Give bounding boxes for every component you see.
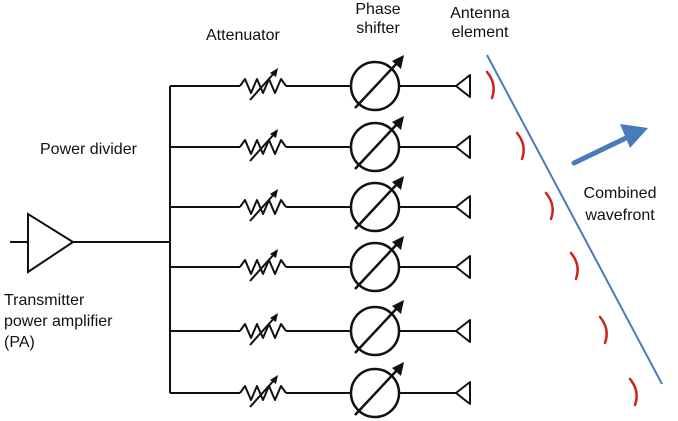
attenuator-variable-arrow [249, 249, 278, 282]
attenuator-resistor-icon [239, 385, 287, 401]
attenuator-resistor-icon [239, 259, 287, 275]
attenuator-variable-arrow [249, 313, 278, 346]
attenuator-variable-arrow [249, 68, 278, 101]
radiated-wave-arc [515, 131, 525, 161]
array-branch [170, 362, 471, 419]
attenuator-label: Attenuator [206, 27, 280, 44]
phase-shifter-arrow [354, 55, 404, 109]
phase-shifter-arrow [354, 176, 404, 230]
attenuator-resistor-icon [239, 139, 287, 155]
attenuator-variable-arrow [249, 375, 278, 408]
antenna-element-icon [455, 74, 471, 98]
antenna-element-icon [455, 195, 471, 219]
radiated-wave-arc [569, 251, 579, 281]
array-branch [170, 176, 471, 233]
radiated-wave-arc [598, 315, 608, 345]
attenuator-resistor-icon [239, 78, 287, 94]
antenna-element-label: Antenna element [435, 4, 525, 42]
attenuator-resistor-icon [239, 323, 287, 339]
radiated-wave-arc [485, 70, 495, 100]
antenna-element-icon [455, 135, 471, 159]
transmitter-label: Transmitter power amplifier (PA) [4, 290, 112, 353]
power-divider-label: Power divider [40, 141, 137, 158]
combined-wavefront-label-line-1: Combined [583, 185, 657, 202]
phase-shifter-arrow [354, 116, 404, 170]
transmitter-label-line-2: power amplifier [4, 313, 113, 330]
antenna-element-label-line-1: Antenna [450, 5, 510, 22]
combined-wavefront-label: Combined wavefront [566, 183, 674, 227]
array-branch [170, 236, 471, 293]
radiated-wave-arc [544, 191, 554, 221]
power-amplifier-symbol [27, 212, 75, 274]
attenuator-variable-arrow [249, 129, 278, 162]
phase-shifter-arrow [354, 362, 404, 416]
phase-shifter-arrow [354, 300, 404, 354]
array-branch [170, 300, 471, 357]
radiated-wave-arc [628, 377, 638, 407]
transmitter-label-line-3: (PA) [4, 334, 35, 351]
transmitter-label-line-1: Transmitter [4, 292, 85, 309]
antenna-element-icon [455, 381, 471, 405]
phase-shifter-label-line-1: Phase [355, 1, 401, 18]
combined-wavefront-label-line-2: wavefront [585, 207, 655, 224]
attenuator-variable-arrow [249, 189, 278, 222]
array-branch [170, 55, 471, 112]
phase-shifter-label-line-2: shifter [356, 20, 400, 37]
phase-shifter-arrow [354, 236, 404, 290]
array-branch [170, 116, 471, 173]
antenna-element-icon [455, 255, 471, 279]
antenna-element-label-line-2: element [451, 24, 509, 41]
phase-shifter-label: Phase shifter [338, 0, 418, 38]
wavefront-line [486, 54, 663, 385]
wavefront-direction-arrow [571, 124, 648, 166]
antenna-element-icon [455, 319, 471, 343]
attenuator-resistor-icon [239, 199, 287, 215]
